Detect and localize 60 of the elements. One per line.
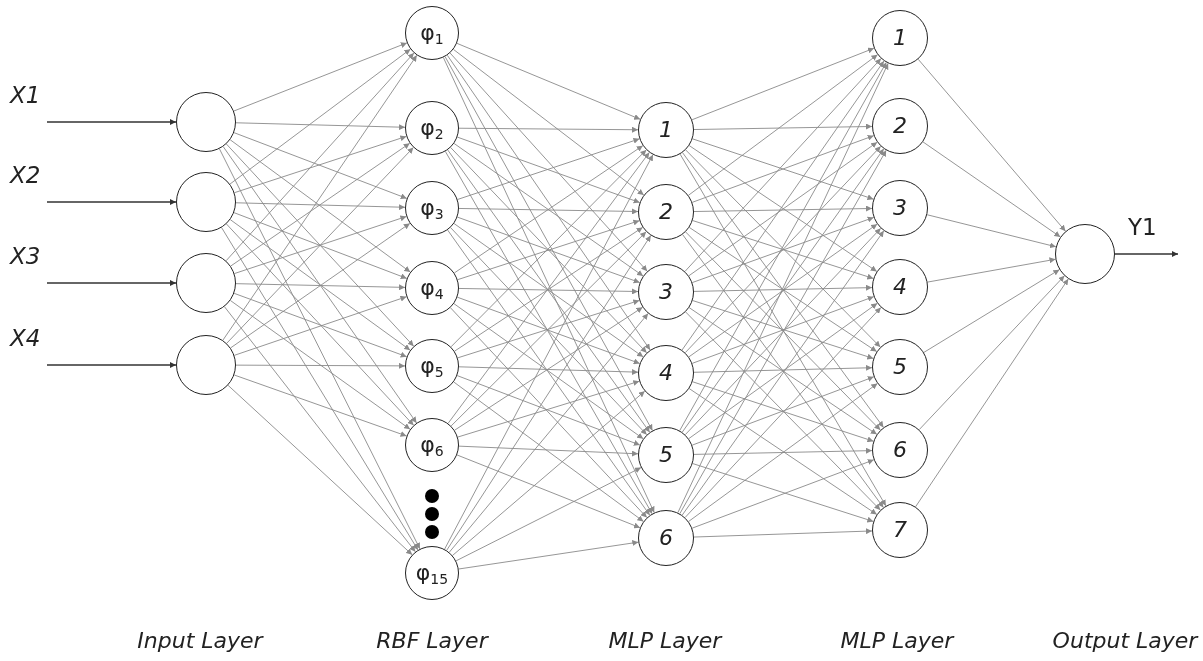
hidden-neuron <box>638 345 694 401</box>
input-neuron <box>176 92 236 152</box>
neuron-label: φ$_{15}$ <box>415 562 449 584</box>
input-neuron <box>176 335 236 395</box>
neuron-label: φ$_{4}$ <box>420 277 444 299</box>
neuron-label: φ$_{2}$ <box>420 117 444 139</box>
output-neuron <box>1055 224 1115 284</box>
rbf-neuron <box>405 101 459 155</box>
edge-label: X2 <box>10 164 41 187</box>
neuron-label: φ$_{6}$ <box>420 434 444 456</box>
arrow <box>1114 251 1179 257</box>
neuron-label: 2 <box>659 201 673 223</box>
hidden-neuron <box>872 339 928 395</box>
rbf-neuron <box>405 6 459 60</box>
neuron-label: 2 <box>893 115 907 137</box>
hidden-neuron <box>638 510 694 566</box>
hidden-neuron <box>638 102 694 158</box>
input-neuron <box>176 172 236 232</box>
edge-label: Y1 <box>1128 216 1157 239</box>
hidden-neuron <box>638 427 694 483</box>
hidden-neuron <box>872 180 928 236</box>
hidden-neuron <box>872 422 928 478</box>
rbf-neuron <box>405 261 459 315</box>
hidden-neuron <box>872 259 928 315</box>
rbf-neuron <box>405 181 459 235</box>
arrow <box>46 199 177 205</box>
hidden-neuron <box>872 502 928 558</box>
arrow <box>46 119 177 125</box>
neuron-label: 3 <box>893 197 907 219</box>
hidden-neuron <box>872 98 928 154</box>
rbf-neuron <box>405 339 459 393</box>
neuron-label: 4 <box>659 362 673 384</box>
hidden-neuron <box>638 184 694 240</box>
edge-label: X4 <box>10 327 41 350</box>
arrow <box>46 362 177 368</box>
edge-label: X3 <box>10 245 41 268</box>
layer-label: MLP Layer <box>608 627 722 655</box>
neuron-label: 1 <box>659 119 673 141</box>
neuron-label: 6 <box>659 527 673 549</box>
neuron-label: 4 <box>893 276 907 298</box>
layer-label: RBF Layer <box>376 627 488 655</box>
neuron-label: 5 <box>893 356 907 378</box>
neuron-label: φ$_{3}$ <box>420 197 444 219</box>
rbf-neuron <box>405 546 459 600</box>
layer-label: MLP Layer <box>840 627 954 655</box>
layer-label: Input Layer <box>137 627 263 655</box>
neuron-label: 6 <box>893 439 907 461</box>
neuron-label: 3 <box>659 281 673 303</box>
rbf-neuron <box>405 418 459 472</box>
hidden-neuron <box>872 10 928 66</box>
neuron-label: φ$_{5}$ <box>420 355 444 377</box>
neuron-label: 7 <box>893 519 907 541</box>
input-neuron <box>176 253 236 313</box>
hidden-neuron <box>638 264 694 320</box>
neuron-label: φ$_{1}$ <box>420 22 444 44</box>
neuron-label: 1 <box>893 27 907 49</box>
neuron-label: 5 <box>659 444 673 466</box>
layer-label: Output Layer <box>1052 627 1198 655</box>
edge-label: X1 <box>10 84 41 107</box>
arrow <box>46 280 177 286</box>
